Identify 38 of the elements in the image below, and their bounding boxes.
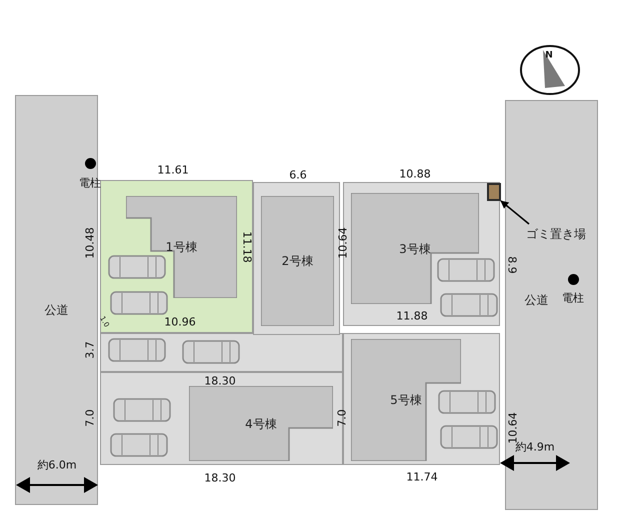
dimension-label: 11.88 [396,310,428,322]
road-label: 公道 [44,302,68,319]
dimension-label: 約6.0m [37,460,77,470]
building-footprint [261,196,334,326]
dimension-label: 18.30 [204,472,236,484]
dimension-label: 7.0 [336,409,348,427]
dimension-label: 11.74 [406,472,438,482]
dimension-label: 10.48 [84,227,96,259]
north-label: N [545,52,553,60]
dimension-label: 電柱 [562,292,584,304]
dimension-label: 10.88 [399,168,431,180]
dimension-label: 18.30 [204,376,236,386]
dimension-label: 10.64 [338,227,348,259]
building-label: 1号棟 [166,239,198,256]
dimension-label: 約4.9m [515,442,555,452]
dimension-label: 6.6 [289,170,307,180]
building-footprint [351,193,479,304]
building-footprint [126,196,237,298]
building-label: 2号棟 [282,253,314,270]
building-label: 3号棟 [399,240,431,258]
building-label: 4号棟 [245,416,277,432]
dimension-label: 電柱 [79,178,101,188]
road-strip [505,100,598,510]
dimension-label: 7.0 [84,409,96,427]
dimension-label: 10.96 [164,316,196,328]
dimension-label: 11.61 [157,164,189,176]
dimension-label: 10.64 [508,412,518,444]
building-label: 5号棟 [390,392,422,409]
building-footprint [351,339,461,461]
dimension-label: 3.7 [84,341,96,359]
dimension-label: 11.18 [242,231,252,263]
callout-text: ゴミ置き場 [526,226,586,243]
leader-arrow [500,200,530,225]
dimension-label: 8.9 [506,256,518,274]
road-label: 公道 [524,292,548,309]
garbage-station-box [487,183,501,201]
building-footprint [189,386,333,461]
lot-area [253,182,340,335]
